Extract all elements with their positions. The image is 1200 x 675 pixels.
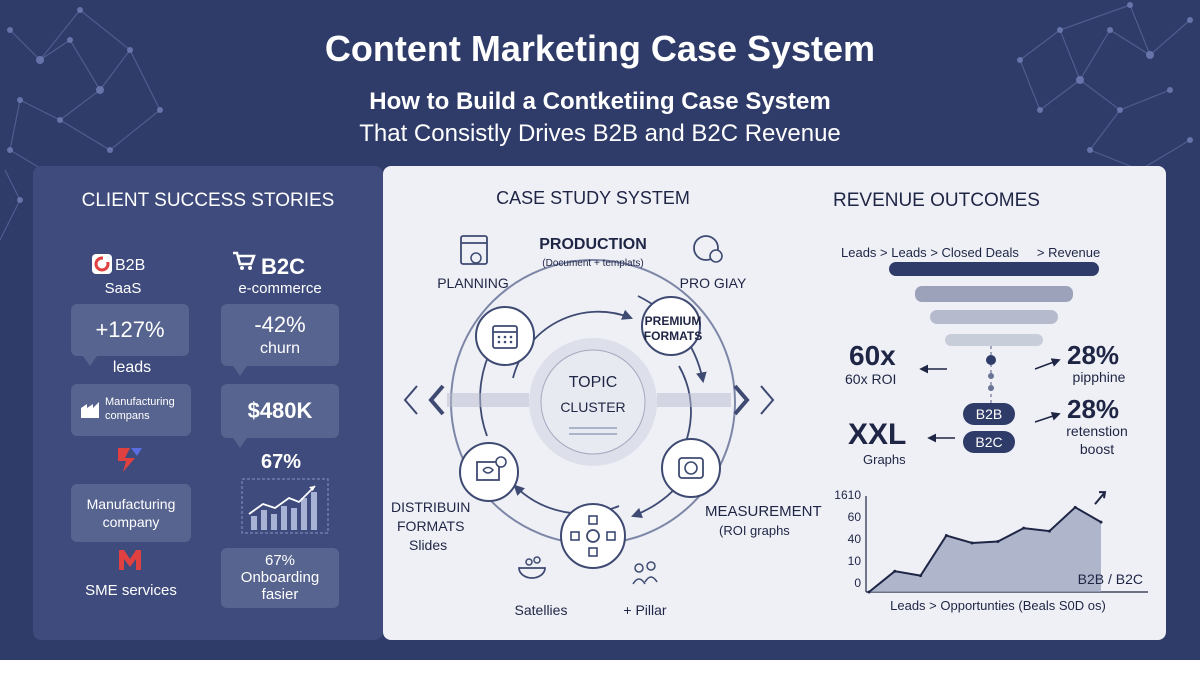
sme-m-logo-icon [119, 550, 141, 570]
distribution-label-line3: Slides [409, 537, 448, 553]
red-brand-logo-icon [118, 448, 142, 472]
manufacturing-company-line1: Manufacturing [86, 496, 176, 512]
chart-y-tick-label: 1610 [834, 488, 861, 502]
page-title: Content Marketing Case System [324, 28, 876, 69]
revenue-stat: $480K [247, 398, 313, 423]
b2b-app-icon [92, 254, 112, 274]
funnel-stage-2: Leads [891, 245, 927, 260]
chart-data-point [1073, 505, 1077, 509]
chart-data-point [996, 539, 1000, 543]
funnel-chevron-icon: > [930, 245, 942, 260]
b2c-label: B2C [261, 254, 306, 279]
manufacturing-small-line2: compans [105, 410, 150, 422]
b2b-leads-label: leads [112, 359, 152, 376]
manufacturing-company-card: Manufacturing company [71, 484, 191, 542]
system-outcomes-panel: CASE STUDY SYSTEM PRODUCTION (Document +… [383, 166, 1166, 640]
b2b-label: B2B [115, 257, 146, 274]
chart-trend-arrow-icon [1094, 491, 1107, 505]
production-sublabel: (Document + templats) [542, 258, 644, 269]
pillar-label: + Pillar [623, 602, 667, 618]
chart-data-point [944, 534, 948, 538]
retention-stat: 28% [1067, 394, 1120, 424]
growth-bar-chart-icon [241, 478, 329, 534]
satellites-label: Satellies [514, 602, 568, 618]
chart-y-tick-label: 60 [847, 510, 861, 524]
distribution-label-line1: DISTRIBUIN [391, 499, 471, 515]
manufacturing-small-card: Manufacturing compans [71, 384, 191, 436]
chart-area-fill [869, 507, 1101, 592]
roi-stat-label: 60x ROI [845, 371, 897, 387]
funnel-stages-label: Leads > Leads > Closed Deals > Revenue [841, 245, 1141, 260]
onboarding-stat-card: 67% Onboarding fasier [221, 548, 339, 608]
manufacturing-small-line1: Manufacturing [105, 396, 175, 408]
area-chart [867, 491, 1107, 594]
production-label: PRODUCTION [539, 236, 647, 253]
chart-y-tick-label: 10 [847, 554, 861, 568]
roi-stat: 60x [849, 340, 896, 371]
funnel-stage-1: Leads [841, 245, 877, 260]
retention-stat-label2: boost [1079, 441, 1115, 457]
onboarding-line2: fasier [261, 586, 299, 603]
percent-stat: 67% [260, 451, 302, 473]
revenue-outcomes-title: REVENUE OUTCOMES [833, 190, 1040, 211]
pipeline-stat-label: pipphine [1072, 369, 1126, 385]
xxl-stat-label: Graphs [863, 452, 906, 467]
case-study-title: CASE STUDY SYSTEM [496, 188, 690, 208]
chart-x-axis-label: Leads > Opportunties (Beals S0D os) [890, 598, 1106, 613]
chart-data-point [867, 590, 871, 594]
chart-data-point [893, 569, 897, 573]
network-background-decoration [0, 2, 1193, 241]
distribution-label-line2: FORMATS [397, 518, 465, 534]
b2b-leads-stat-bubble: +127% [71, 304, 189, 366]
retention-stat-label1: retenstion [1066, 423, 1128, 439]
chart-data-point [1099, 520, 1103, 524]
chart-series-label: B2B / B2C [1077, 571, 1143, 587]
b2b-leads-stat: +127% [95, 317, 165, 342]
client-success-panel: CLIENT SUCCESS STORIES B2B SaaS +127% le… [33, 166, 383, 640]
topic-cluster-line1: TOPIC [568, 374, 618, 391]
chart-data-point [1022, 526, 1026, 530]
manufacturing-company-line2: company [102, 514, 160, 530]
pipeline-stat: 28% [1067, 340, 1120, 370]
premium-formats-label-line1: PREMIUM [644, 314, 702, 328]
b2c-churn-stat-bubble: -42% churn [221, 304, 339, 376]
revenue-stat-bubble: $480K [221, 384, 339, 448]
funnel-stage-4: Revenue [1048, 245, 1101, 260]
chart-y-tick-label: 0 [854, 576, 861, 590]
onboarding-line1: Onboarding [240, 569, 320, 586]
page-subtitle-line2: That Consistly Drives B2B and B2C Revenu… [359, 120, 841, 147]
factory-icon [81, 402, 99, 418]
client-success-title: CLIENT SUCCESS STORIES [81, 190, 335, 211]
funnel-chevron-icon: > [1022, 245, 1049, 260]
b2b-pill: B2B [963, 403, 1015, 425]
b2c-sublabel: e-commerce [238, 280, 322, 297]
chart-data-point [970, 541, 974, 545]
xxl-stat: XXL [848, 418, 907, 451]
chart-series-line [868, 506, 1102, 593]
b2c-churn-label: churn [259, 340, 301, 357]
b2c-churn-stat: -42% [254, 312, 306, 337]
page-subtitle-line1: How to Build a Contketiing Case System [369, 88, 831, 115]
funnel-stage-3: Closed Deals [941, 245, 1019, 260]
topic-cluster-line2: CLUSTER [560, 399, 626, 415]
chart-y-ticks: 1610 60 40 10 0 [831, 488, 867, 598]
ecommerce-cart-icon [233, 251, 256, 270]
b2b-sublabel: SaaS [104, 280, 142, 297]
case-study-cycle-diagram [403, 235, 775, 585]
chart-data-point [1047, 529, 1051, 533]
chart-data-point [919, 574, 923, 578]
measurement-label: MEASUREMENT [705, 503, 822, 520]
chart-y-tick-label: 40 [847, 532, 861, 546]
infographic-root: Content Marketing Case System How to Bui… [0, 0, 1200, 660]
revenue-funnel-and-chart [865, 262, 1148, 594]
premium-formats-label-line2: FORMATS [643, 329, 703, 343]
funnel-chevron-icon: > [880, 245, 892, 260]
onboarding-stat: 67% [264, 552, 296, 569]
pro-giay-label: PRO GIAY [679, 275, 747, 291]
sme-services-label: SME services [85, 582, 177, 599]
b2c-pill: B2C [963, 431, 1015, 453]
measurement-sublabel: (ROI graphs [719, 523, 790, 538]
planning-label: PLANNING [437, 275, 509, 291]
